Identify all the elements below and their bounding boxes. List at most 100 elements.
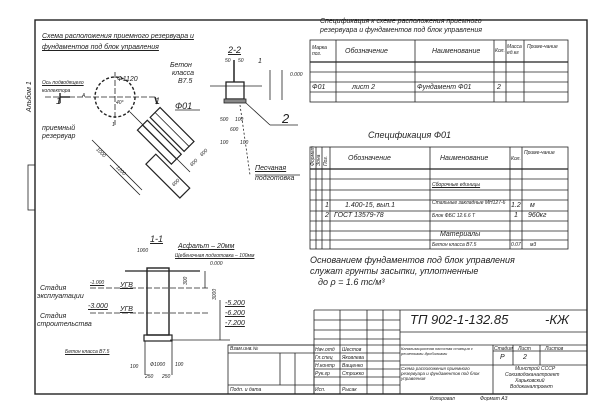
role: Рук.гр: [315, 371, 330, 377]
cell: 1: [514, 212, 518, 219]
elev: -7.200: [225, 320, 245, 327]
axis-label-2: коллектора: [42, 88, 71, 94]
dim: 100: [175, 362, 184, 368]
cell: 960кг: [528, 212, 547, 219]
axis-marker-a: А: [82, 93, 86, 99]
dim: 250: [162, 374, 171, 380]
stage-header: Стадия: [494, 346, 513, 352]
dim: 600: [230, 127, 239, 133]
cell: 1: [325, 202, 329, 209]
angle: 40°: [116, 100, 124, 106]
tank-diameter: Ф1120: [117, 76, 138, 83]
concrete-label-2: класса: [172, 70, 195, 77]
section-mark-left: 1: [56, 96, 62, 106]
callout-2: 2: [282, 111, 290, 126]
sheet-title: Схема расположения приемного резервуара …: [401, 366, 480, 381]
spec-f01-title: Спецификация Ф01: [368, 130, 452, 140]
dim: 50: [225, 58, 231, 64]
cell: Ф01: [312, 84, 326, 91]
dim: 300: [183, 276, 189, 285]
project-desc: Канализационная насосная станция с решет…: [401, 346, 473, 356]
spec-top-title: Спецификация к схеме расположения приемн…: [320, 18, 482, 25]
left-label-2: Подп. и дата: [230, 387, 262, 393]
section-mark-right: 1: [155, 96, 161, 106]
cell: Блок ФБС 12.6.6 Т: [432, 213, 476, 219]
stage-operation: Стадия: [40, 285, 67, 292]
org: Союзводоканалпроект: [505, 372, 560, 378]
stage-value: Р: [500, 354, 505, 361]
col-header: Приме-чание: [527, 44, 558, 50]
name: Шестов: [342, 347, 362, 353]
tank-label-2: резервуар: [42, 133, 76, 140]
name: Рысак: [342, 387, 357, 393]
sheet-value: 2: [523, 354, 527, 361]
dim: 500: [220, 117, 229, 123]
left-label: Взам.инв.№: [230, 346, 259, 352]
name: Яковлева: [342, 355, 364, 361]
note-line2: служат грунты засыпки, уплотненные: [310, 266, 479, 276]
concrete-label: Бетон класса B7.5: [65, 349, 110, 355]
ugv-label: УГВ: [120, 282, 133, 289]
stage-construction: Стадия: [40, 313, 67, 320]
dim: Ф1000: [150, 362, 166, 368]
bedding-label: Песчаная: [255, 165, 287, 172]
org: Минстрой СССР: [515, 366, 556, 372]
plan-title-line1: Схема расположения приемного резервуара …: [42, 33, 194, 40]
role: Нач.отд: [315, 347, 335, 353]
dim: 1000: [137, 248, 149, 254]
dim: 100: [130, 364, 139, 370]
format-label: Формат А3: [480, 396, 508, 402]
ugv-label-2: УГВ: [120, 306, 133, 313]
section-assembly: Сборочные единицы: [432, 182, 481, 188]
col-header: Приме-чание: [524, 150, 555, 156]
org: Водоканалпроект: [510, 384, 553, 390]
role: Гл.спец: [315, 355, 333, 361]
col-header: Поз.: [323, 155, 329, 166]
level: -3.000: [88, 303, 108, 310]
tank-label: приемный: [42, 125, 76, 132]
dim: 50: [238, 58, 244, 64]
concrete-label-3: B7.5: [178, 78, 193, 85]
col-header: Наименование: [432, 48, 481, 55]
cell: ГОСТ 13579-78: [334, 212, 384, 219]
cell: лист 2: [352, 84, 376, 91]
cell: 1.2: [511, 202, 521, 209]
role: Исп.: [315, 387, 326, 393]
gravel-label: Щебеночная подготовка – 100мм: [175, 253, 255, 259]
section-1-1-title: 1-1: [150, 234, 164, 244]
col-header: Обозначение: [345, 48, 388, 55]
cell: 2: [325, 212, 329, 219]
section-materials: Материалы: [440, 231, 481, 238]
elev-0: 0.000: [210, 261, 223, 267]
cell: 0.07: [511, 242, 521, 248]
name: Ващенко: [342, 363, 364, 369]
cell: м3: [530, 242, 537, 248]
spec-top-title-2: резервуара и фундаментов под блок управл…: [320, 27, 482, 34]
elev: -6.200: [225, 310, 245, 317]
copied-label: Копировал: [430, 396, 455, 402]
col-header: Наименование: [440, 155, 489, 162]
note-line1: Основанием фундаментов под блок управлен…: [310, 255, 515, 265]
cell: Бетон класса B7.5: [432, 242, 477, 248]
level: -1.000: [90, 280, 105, 286]
callout-1: 1: [258, 58, 262, 65]
album-label: Альбом 1: [26, 81, 33, 112]
col-header: Кол.: [495, 48, 505, 54]
cell: Стальные закладные МН127-6: [432, 200, 506, 206]
sheets-header: Листов: [545, 346, 564, 352]
drawing-code: ТП 902-1-132.85: [410, 312, 509, 327]
dim: 250: [145, 374, 154, 380]
elev: -5.200: [225, 300, 245, 307]
concrete-label: Бетон: [170, 62, 192, 69]
stage-construction-2: строительства: [37, 321, 92, 328]
dim: 100: [235, 117, 244, 123]
dim: 3000: [212, 288, 218, 300]
dim: 100: [220, 140, 229, 146]
section-2-2-title: 2-2: [228, 45, 242, 55]
org: Харьковский: [515, 378, 545, 384]
asphalt-label: Асфальт – 20мм: [178, 243, 235, 250]
col-header: Марка поз.: [312, 45, 327, 57]
cell: 2: [497, 84, 501, 91]
